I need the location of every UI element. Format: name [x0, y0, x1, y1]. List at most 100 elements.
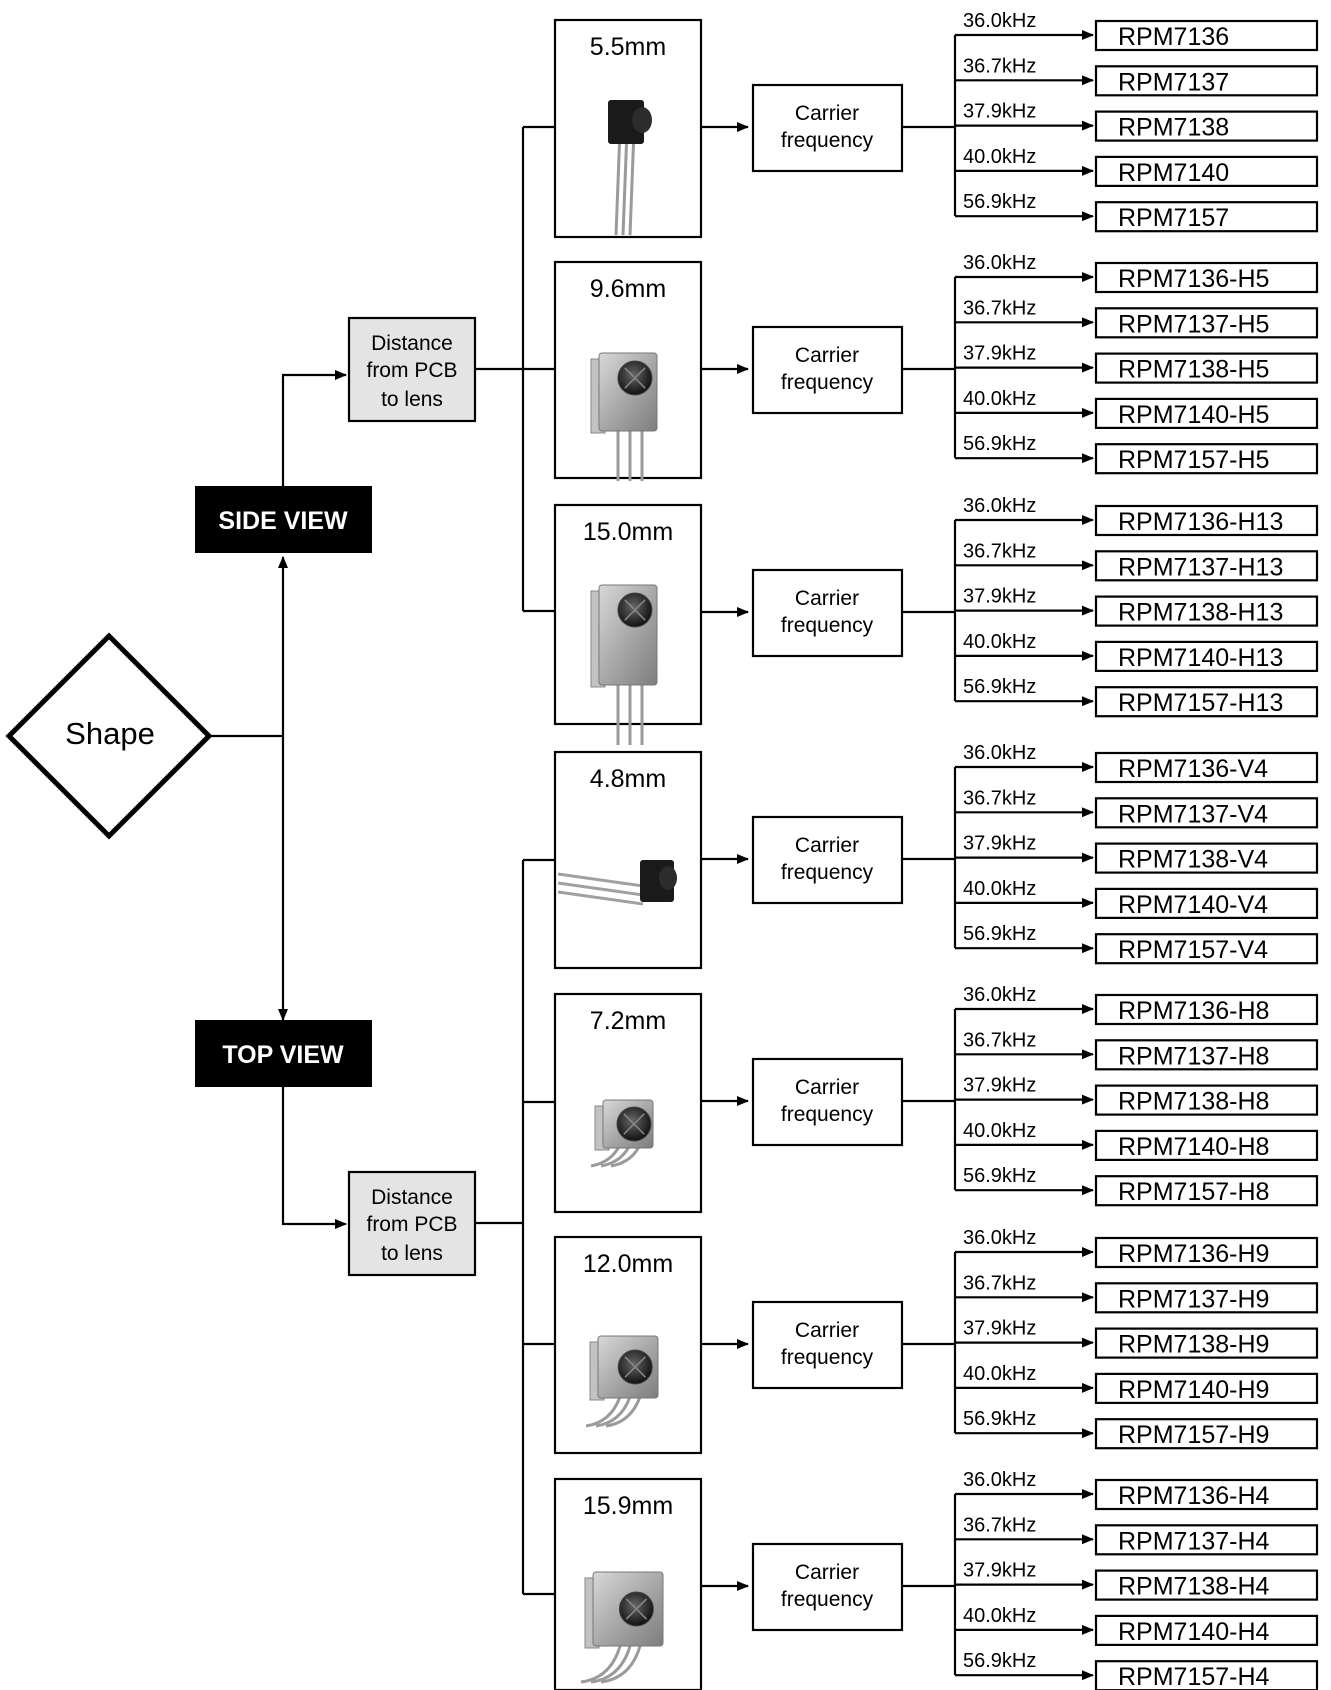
- frequency-label: 37.9kHz: [963, 343, 1036, 365]
- carrier-frequency-box: [751, 1542, 904, 1632]
- carrier-label-line2: frequency: [781, 1588, 874, 1611]
- part-number-box: [1094, 797, 1319, 829]
- carrier-frequency-box: [751, 1300, 904, 1390]
- part-number-box: [1094, 307, 1319, 339]
- part-number-box: [1094, 1129, 1319, 1162]
- carrier-label-line1: Carrier: [795, 102, 859, 125]
- frequency-label: 36.7kHz: [963, 540, 1036, 562]
- part-number-label: RPM7137-H9: [1118, 1285, 1269, 1313]
- frequency-label: 36.7kHz: [963, 1029, 1036, 1051]
- part-number-box: [1094, 550, 1319, 582]
- part-number-label: RPM7138-H9: [1118, 1331, 1269, 1359]
- shielded-sensor-icon: [590, 352, 658, 481]
- frequency-label: 36.7kHz: [963, 297, 1036, 319]
- distance-box-top-line1: Distance: [371, 1186, 453, 1209]
- frequency-label: 36.0kHz: [963, 742, 1036, 764]
- frequency-label: 36.0kHz: [963, 984, 1036, 1006]
- part-number-label: RPM7138-H13: [1118, 599, 1283, 627]
- distance-value-label: 4.8mm: [590, 765, 666, 793]
- part-number-label: RPM7137: [1118, 68, 1229, 96]
- distance-box-top-line3: to lens: [381, 1242, 443, 1265]
- frequency-label: 37.9kHz: [963, 1560, 1036, 1582]
- part-number-box: [1094, 1660, 1319, 1690]
- frequency-label: 36.7kHz: [963, 55, 1036, 77]
- part-number-box: [1094, 65, 1319, 97]
- part-number-label: RPM7138-V4: [1118, 846, 1268, 874]
- carrier-label-line2: frequency: [781, 614, 874, 637]
- frequency-label: 37.9kHz: [963, 833, 1036, 855]
- part-number-box: [1094, 842, 1319, 874]
- carrier-label-line1: Carrier: [795, 1076, 859, 1099]
- carrier-label-line1: Carrier: [795, 834, 859, 857]
- frequency-label: 36.0kHz: [963, 1469, 1036, 1491]
- carrier-label-line1: Carrier: [795, 344, 859, 367]
- part-number-label: RPM7157: [1118, 204, 1229, 232]
- top-view-block: [195, 1020, 372, 1087]
- part-number-label: RPM7140-H4: [1118, 1618, 1270, 1646]
- part-number-label: RPM7157-H4: [1118, 1663, 1270, 1690]
- part-number-label: RPM7137-H5: [1118, 310, 1269, 338]
- photo-box: [553, 750, 703, 970]
- frequency-label: 36.0kHz: [963, 252, 1036, 274]
- part-number-box: [1094, 686, 1319, 718]
- small-top-sensor-icon: [590, 1099, 654, 1168]
- part-number-box: [1094, 1478, 1319, 1511]
- part-number-label: RPM7157-V4: [1118, 936, 1268, 964]
- part-number-box: [1094, 261, 1319, 294]
- part-number-box: [1094, 1372, 1319, 1405]
- part-number-box: [1094, 1039, 1319, 1071]
- part-number-label: RPM7140-H13: [1118, 644, 1283, 672]
- carrier-label-line2: frequency: [781, 371, 874, 394]
- part-number-label: RPM7136: [1118, 23, 1229, 51]
- frequency-label: 36.7kHz: [963, 787, 1036, 809]
- frequency-label: 36.7kHz: [963, 1272, 1036, 1294]
- carrier-label-line2: frequency: [781, 1346, 874, 1369]
- part-number-box: [1094, 1327, 1319, 1359]
- part-number-box: [1094, 1524, 1319, 1556]
- part-number-label: RPM7136-H9: [1118, 1240, 1269, 1268]
- part-number-box: [1094, 1614, 1319, 1647]
- side-view-block: [195, 486, 372, 553]
- frequency-label: 36.0kHz: [963, 1227, 1036, 1249]
- frequency-label: 36.7kHz: [963, 1514, 1036, 1536]
- carrier-frequency-box: [751, 568, 904, 658]
- frequency-label: 40.0kHz: [963, 878, 1036, 900]
- part-number-label: RPM7157-H8: [1118, 1178, 1269, 1206]
- distance-value-label: 15.9mm: [583, 1492, 673, 1520]
- part-number-label: RPM7140-H5: [1118, 401, 1269, 429]
- side-distance-connector: [475, 125, 555, 613]
- part-number-box: [1094, 1236, 1319, 1269]
- bare-sensor-icon: [608, 100, 652, 236]
- part-number-box: [1094, 1418, 1319, 1450]
- frequency-label: 40.0kHz: [963, 1605, 1036, 1627]
- part-number-label: RPM7136-H13: [1118, 508, 1283, 536]
- frequency-label: 56.9kHz: [963, 433, 1036, 455]
- part-number-label: RPM7157-H13: [1118, 689, 1283, 717]
- part-number-box: [1094, 155, 1319, 187]
- medium-top-sensor-icon: [585, 1335, 659, 1428]
- part-number-label: RPM7137-V4: [1118, 800, 1268, 828]
- shape-label: Shape: [65, 716, 155, 751]
- frequency-label: 37.9kHz: [963, 101, 1036, 123]
- part-number-label: RPM7140-H9: [1118, 1376, 1269, 1404]
- carrier-label-line1: Carrier: [795, 587, 859, 610]
- part-number-label: RPM7140: [1118, 159, 1229, 187]
- part-number-box: [1094, 1569, 1319, 1601]
- frequency-label: 40.0kHz: [963, 146, 1036, 168]
- carrier-label-line1: Carrier: [795, 1561, 859, 1584]
- distance-box-side-line2: from PCB: [366, 359, 457, 382]
- part-number-label: RPM7138-H4: [1118, 1573, 1270, 1601]
- part-number-box: [1094, 993, 1319, 1026]
- top-distance-connector: [475, 858, 555, 1596]
- part-number-box: [1094, 352, 1319, 384]
- carrier-label-line2: frequency: [781, 129, 874, 152]
- part-number-box: [1094, 443, 1319, 475]
- shape-decision-diamond: [5, 632, 213, 840]
- carrier-label-line2: frequency: [781, 861, 874, 884]
- frequency-label: 40.0kHz: [963, 631, 1036, 653]
- carrier-frequency-box: [751, 325, 904, 415]
- part-number-box: [1094, 19, 1319, 52]
- distance-box-top: [347, 1170, 477, 1277]
- side-view-label: SIDE VIEW: [218, 507, 348, 535]
